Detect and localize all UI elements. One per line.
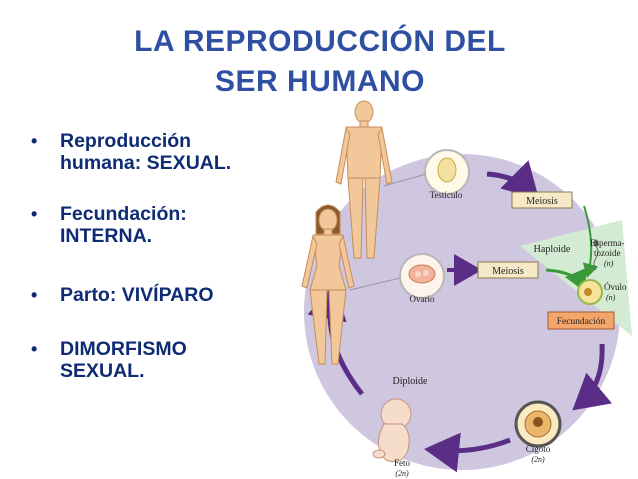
sperm-tail — [593, 245, 599, 271]
bullet-dot-icon: • — [31, 204, 38, 224]
arrow-meiosis-sperm — [582, 205, 599, 278]
testicle-inset — [383, 149, 470, 195]
bullet-list: • Reproducción humana: SEXUAL. • Fecunda… — [28, 130, 288, 382]
ovulo-label: Óvulo — [604, 282, 627, 292]
female-figure — [301, 204, 355, 365]
meiosis-label-mid: Meiosis — [492, 266, 524, 277]
bullet-item: • Parto: VIVÍPARO — [28, 284, 288, 306]
haploide-label: Haploide — [534, 244, 571, 255]
ovulo-ploidy: (n) — [606, 293, 616, 302]
arrow-testis-meiosis — [486, 160, 540, 200]
feto-label: Feto — [394, 458, 411, 468]
sperm-ploidy: (n) — [604, 259, 614, 268]
cycle-diagram: Meiosis Meiosis Fecundación Testículo Ov… — [301, 100, 632, 478]
meiosis-box-top — [511, 191, 573, 209]
ovary-inset — [349, 253, 445, 299]
bullet-line-1: Parto: VIVÍPARO — [60, 284, 214, 306]
bullet-dot-icon: • — [31, 285, 38, 305]
cigoto-ploidy: (2n) — [531, 455, 545, 464]
fecundacion-label: Fecundación — [557, 317, 606, 327]
bullet-dot-icon: • — [31, 131, 38, 151]
bullet-line-1: DIMORFISMO — [60, 338, 187, 360]
bullet-line-1: Reproducción — [60, 130, 192, 152]
male-figure — [335, 100, 393, 259]
meiosis-box-mid — [477, 261, 539, 279]
ovum-nucleus — [584, 288, 592, 296]
bullet-dot-icon: • — [31, 339, 38, 359]
fecundacion-box — [547, 311, 615, 330]
testiculo-label: Testículo — [430, 190, 463, 200]
bullet-item: • Reproducción humana: SEXUAL. — [28, 130, 288, 174]
diploid-circle — [304, 154, 620, 470]
fetus-figure — [372, 398, 412, 463]
bullet-line-1: Fecundación: — [60, 203, 187, 225]
bullet-item: • DIMORFISMO SEXUAL. — [28, 338, 288, 382]
sperm-label-2: tozoide — [594, 248, 621, 258]
slide-title: LA REPRODUCCIÓN DEL SER HUMANO — [60, 22, 580, 102]
arrow-fertilization-zygote — [572, 343, 613, 411]
ovario-label: Ovario — [410, 294, 435, 304]
title-line-1: LA REPRODUCCIÓN DEL — [134, 25, 506, 58]
sperm-label-1: Esperma- — [590, 238, 624, 248]
diploide-label: Diploide — [393, 376, 429, 387]
meiosis-label-top: Meiosis — [526, 196, 558, 207]
bullet-item: • Fecundación: INTERNA. — [28, 203, 288, 247]
sperm-head — [593, 239, 599, 247]
zygote-cell — [514, 400, 562, 448]
feto-ploidy: (2n) — [395, 469, 409, 478]
bullet-line-2: INTERNA. — [60, 225, 153, 247]
bullet-line-2: humana: SEXUAL. — [60, 152, 232, 174]
cigoto-label: Cigoto — [526, 444, 551, 454]
title-line-2: SER HUMANO — [214, 65, 425, 98]
bullet-line-2: SEXUAL. — [60, 360, 145, 382]
reproduction-cycle-figure: Meiosis Meiosis Fecundación Testículo Ov… — [284, 94, 632, 479]
arrow-zygote-fetus — [424, 432, 511, 473]
